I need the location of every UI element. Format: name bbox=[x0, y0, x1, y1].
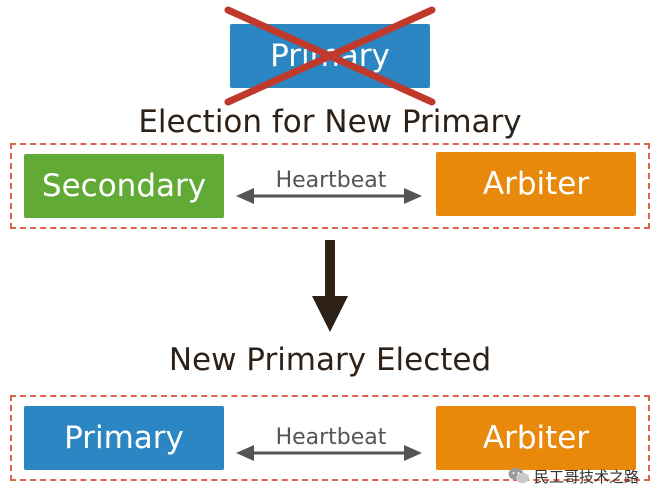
watermark: 民工哥技术之路 bbox=[508, 462, 658, 490]
secondary-node: Secondary bbox=[24, 154, 224, 218]
secondary-label: Secondary bbox=[41, 168, 207, 204]
watermark-text: 民工哥技术之路 bbox=[534, 467, 640, 486]
result-arbiter-label: Arbiter bbox=[482, 420, 590, 456]
result-heartbeat-label: Heartbeat bbox=[275, 425, 387, 450]
election-title: Election for New Primary bbox=[138, 104, 522, 140]
new-primary-label: Primary bbox=[64, 420, 184, 456]
election-heartbeat-label: Heartbeat bbox=[275, 168, 387, 193]
result-arbiter-node: Arbiter bbox=[436, 406, 636, 470]
election-group bbox=[10, 143, 650, 229]
arbiter-node: Arbiter bbox=[436, 152, 636, 216]
new-primary-node: Primary bbox=[24, 406, 224, 470]
result-title: New Primary Elected bbox=[168, 342, 492, 378]
failed-primary-label: Primary bbox=[270, 38, 390, 74]
failed-primary-node: Primary bbox=[230, 24, 430, 88]
arbiter-label: Arbiter bbox=[482, 166, 590, 202]
wechat-icon bbox=[508, 468, 529, 484]
result-group bbox=[10, 395, 650, 481]
